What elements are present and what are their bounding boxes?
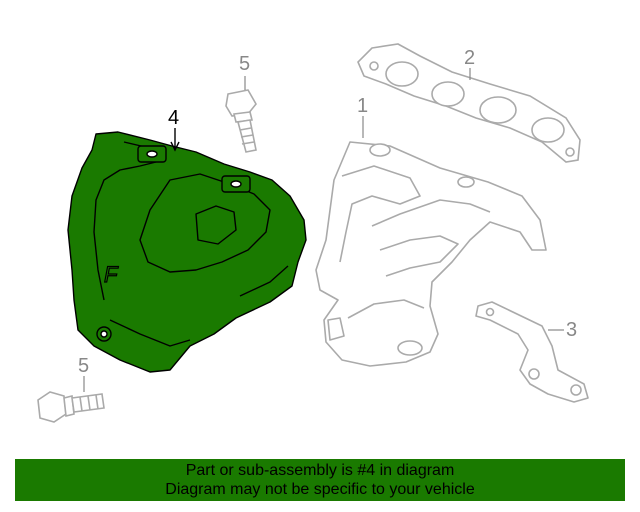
callout-5-top[interactable]: 5	[239, 53, 251, 75]
heat-shield-part-4[interactable]	[67, 131, 307, 373]
bolt-top-part-5[interactable]	[225, 89, 257, 153]
banner-line-disclaimer: Diagram may not be specific to your vehi…	[165, 481, 475, 498]
part-marking-f: F	[104, 262, 119, 287]
bracket-part-3[interactable]	[475, 301, 589, 403]
callout-1[interactable]: 1	[357, 95, 369, 117]
banner-line-part: Part or sub-assembly is #4 in diagram	[185, 462, 455, 479]
leader-arrow-4	[170, 141, 180, 152]
callout-5-bottom[interactable]: 5	[78, 355, 90, 377]
callout-4[interactable]: 4	[168, 107, 180, 129]
gasket-part-2[interactable]	[357, 43, 581, 163]
callout-2[interactable]: 2	[464, 47, 476, 69]
parts-diagram: F	[37, 43, 589, 423]
bolt-bottom-part-5[interactable]	[37, 391, 105, 423]
callout-3[interactable]: 3	[566, 319, 578, 341]
manifold-part-1[interactable]	[315, 141, 547, 367]
info-banner: Part or sub-assembly is #4 in diagram Di…	[15, 459, 625, 501]
